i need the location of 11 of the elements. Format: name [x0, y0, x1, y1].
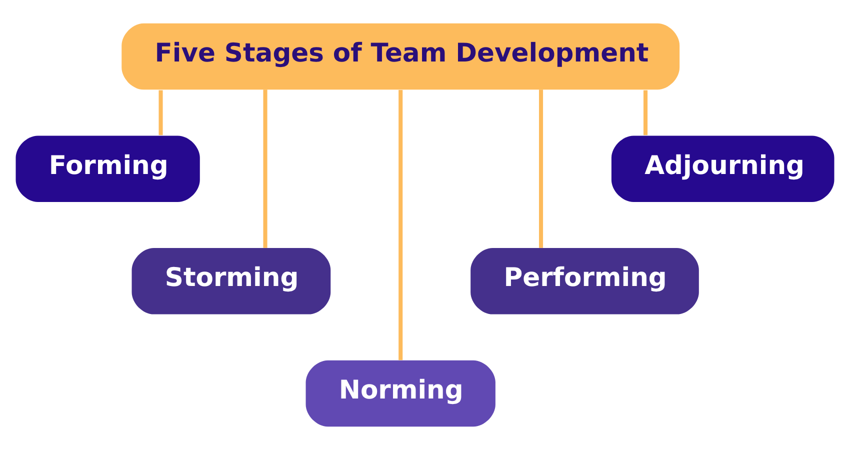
connector	[263, 90, 268, 248]
connector	[158, 90, 163, 136]
node-box: Adjourning	[611, 136, 834, 202]
node-box: Five Stages of Team Development	[122, 23, 680, 90]
node-box: Forming	[16, 136, 200, 202]
connector	[643, 90, 648, 136]
node-box: Norming	[306, 360, 496, 427]
connector	[538, 90, 544, 248]
connector	[398, 90, 403, 360]
node-box: Storming	[132, 248, 331, 314]
node-box: Performing	[470, 248, 699, 314]
